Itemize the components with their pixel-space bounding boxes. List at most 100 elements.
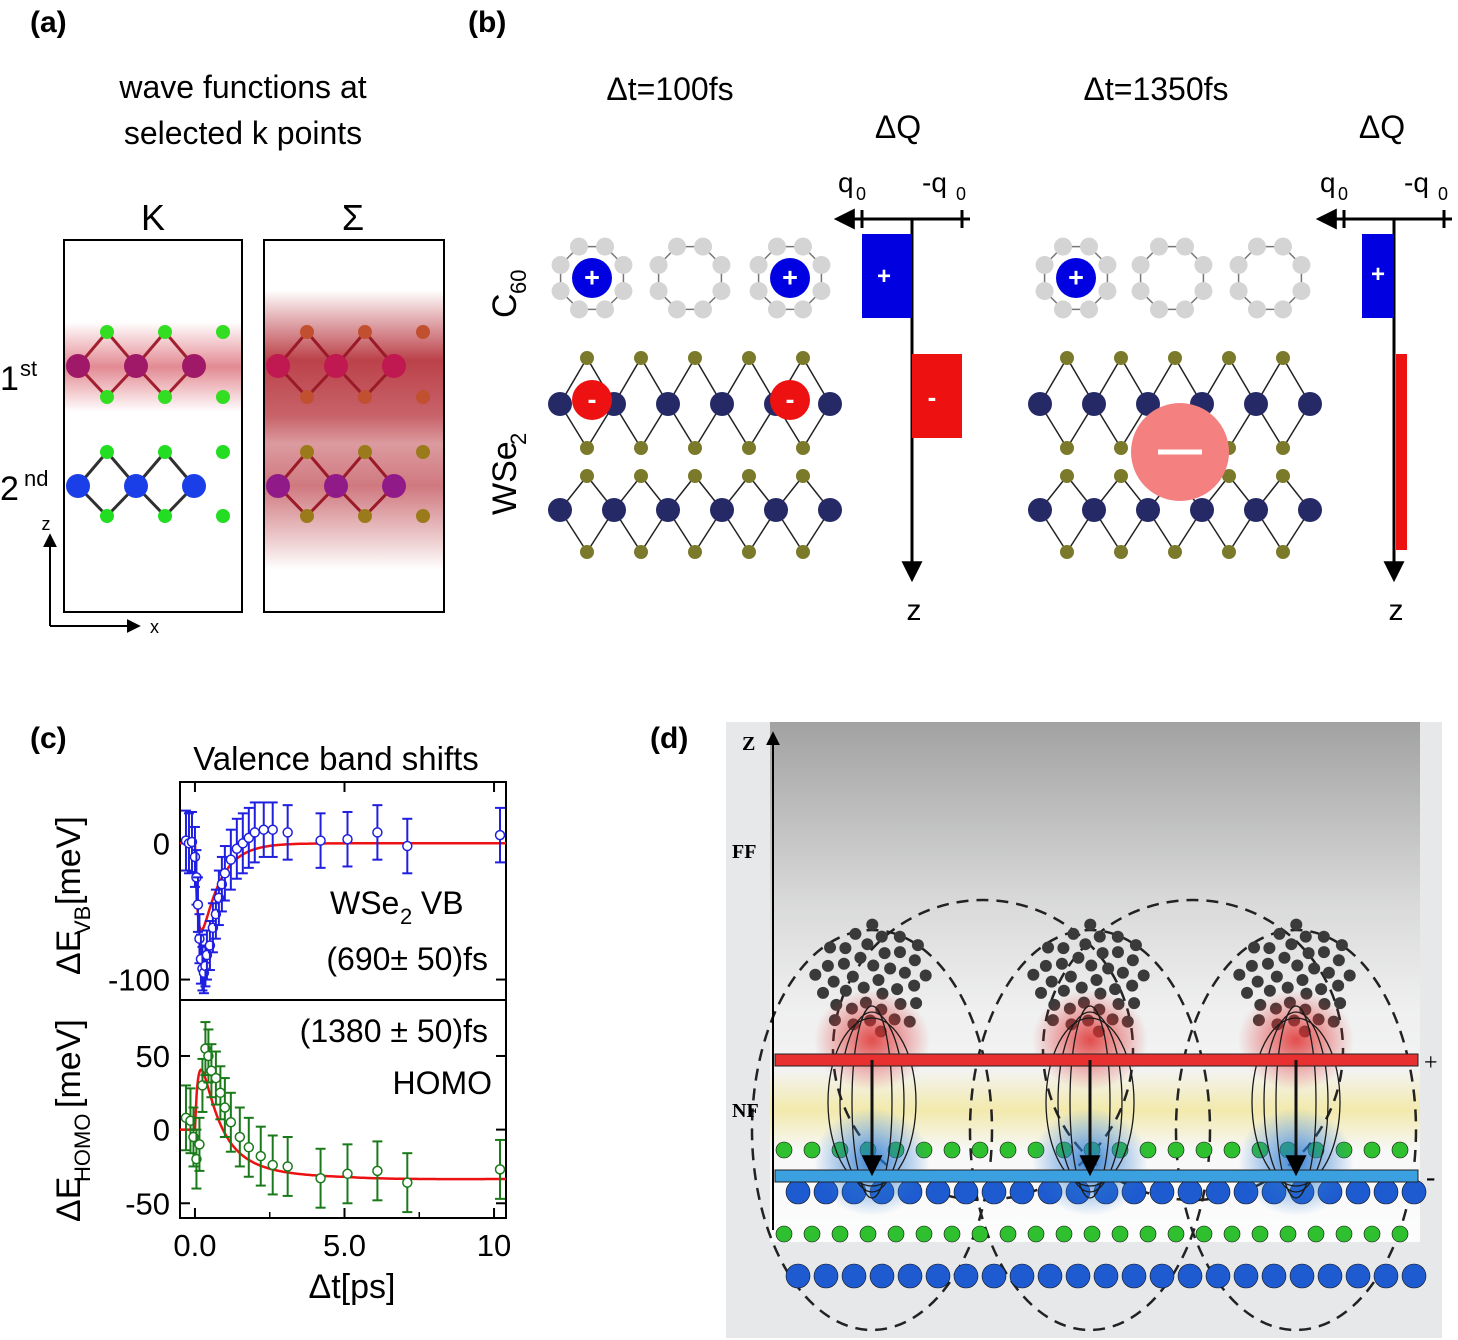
w-atom <box>710 392 734 416</box>
se-atom <box>634 441 648 455</box>
positive-charge-bar <box>1362 234 1394 318</box>
substrate-atom <box>831 1225 849 1243</box>
data-point <box>231 817 243 880</box>
carbon-atom <box>569 300 588 319</box>
substrate-atom <box>1009 1179 1035 1205</box>
data-point <box>494 1138 506 1200</box>
c60-atom <box>837 957 850 970</box>
x-tick-label: 0.0 <box>173 1228 216 1263</box>
substrate-atom <box>1195 1141 1213 1159</box>
chalcogen-atom <box>216 509 230 523</box>
c60-atom <box>821 959 834 972</box>
carbon-atom <box>1035 255 1054 274</box>
carbon-atom <box>667 237 686 256</box>
w-atom <box>1028 498 1052 522</box>
c60-atom <box>872 974 885 986</box>
chalcogen-atom <box>216 390 230 404</box>
metal-atom <box>324 354 348 378</box>
svg-text:-: - <box>928 382 937 412</box>
carbon-atom <box>1229 282 1248 301</box>
data-point <box>402 1152 413 1214</box>
svg-text:q: q <box>1320 167 1336 198</box>
se-atom <box>688 351 702 365</box>
svg-text:-: - <box>588 384 597 414</box>
svg-text:+: + <box>1068 262 1084 292</box>
w-atom <box>1298 498 1322 522</box>
chalcogen-atom <box>158 445 172 459</box>
se-atom <box>580 441 594 455</box>
substrate-atom <box>859 1225 877 1243</box>
substrate-atom <box>999 1141 1017 1159</box>
substrate-atom <box>915 1225 933 1243</box>
c60-atom <box>1273 927 1286 940</box>
data-point <box>249 801 261 864</box>
layer-1-label: 1 st <box>0 356 37 398</box>
svg-text:1: 1 <box>0 360 19 398</box>
carbon-atom <box>1053 237 1072 256</box>
substrate-atom <box>925 1179 951 1205</box>
substrate-atom <box>1167 1141 1185 1159</box>
carbon-atom <box>667 300 686 319</box>
metal-atom <box>66 474 90 498</box>
chalcogen-atom <box>416 390 430 404</box>
positive-charge-bar <box>862 234 912 318</box>
substrate-atom <box>953 1179 979 1205</box>
carbon-atom <box>1149 237 1168 256</box>
metal-atom <box>182 474 206 498</box>
carbon-atom <box>712 255 731 274</box>
carbon-atom <box>1194 282 1213 301</box>
interface-scene <box>750 898 1427 1332</box>
c60-atom <box>911 939 924 952</box>
metal-atom <box>324 474 348 498</box>
c60-atom <box>1233 968 1246 981</box>
chalcogen-atom <box>216 445 230 459</box>
metal-atom <box>382 474 406 498</box>
c60-atom <box>1039 959 1052 972</box>
substrate-atom <box>785 1179 811 1205</box>
se-atom <box>1114 469 1128 483</box>
c60-atom <box>1296 974 1309 986</box>
se-atom <box>1114 351 1128 365</box>
data-point <box>315 812 326 869</box>
c60-atom <box>1090 974 1103 986</box>
substrate-atom <box>1223 1141 1241 1159</box>
field-line <box>839 1011 905 1193</box>
chalcogen-atom <box>158 509 172 523</box>
carbon-atom <box>1053 300 1072 319</box>
metal-atom <box>182 354 206 378</box>
c60-atom <box>1317 946 1330 959</box>
top-annotation-1: WSe 2 VB <box>330 885 464 929</box>
bottom-plot-frame <box>179 999 507 1219</box>
field-line <box>1251 1017 1341 1187</box>
w-atom <box>602 498 626 522</box>
substrate-atom <box>925 1263 951 1289</box>
c60-atom <box>1093 930 1106 943</box>
c60-atom <box>867 959 880 972</box>
svg-text:2: 2 <box>0 470 19 508</box>
c60-atom <box>866 918 879 931</box>
c60-atom <box>1285 938 1298 951</box>
carbon-atom <box>812 255 831 274</box>
carbon-atom <box>694 300 713 319</box>
c60-atom <box>1248 941 1261 954</box>
panel-d: (d) Z FF NF + - <box>650 722 1442 1338</box>
time-left-label: Δt=100fs <box>606 71 733 107</box>
se-atom <box>1168 351 1182 365</box>
k-layer-1-structure <box>66 325 230 404</box>
carbon-atom <box>1229 255 1248 274</box>
svg-text:0: 0 <box>1438 184 1448 204</box>
carbon-atom <box>1098 282 1117 301</box>
c60-atom <box>817 986 830 999</box>
c60-atom <box>1027 968 1040 981</box>
electron-charge <box>770 380 810 420</box>
chalcogen-atom <box>300 445 314 459</box>
left-structure: ++-- <box>548 237 842 559</box>
c60-atom <box>1055 957 1068 970</box>
substrate-atom <box>999 1225 1017 1243</box>
se-atom <box>1060 469 1074 483</box>
substrate-atom <box>1317 1263 1343 1289</box>
field-line <box>827 1017 917 1187</box>
carbon-atom <box>1035 282 1054 301</box>
svg-text:2: 2 <box>506 433 531 445</box>
